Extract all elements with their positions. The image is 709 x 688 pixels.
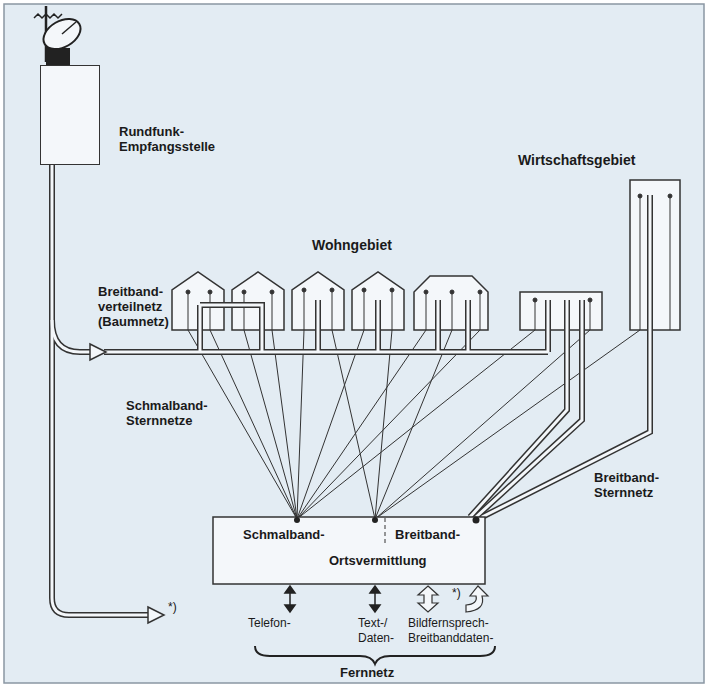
- exchange-box: Schmalband- Breitband- Ortsvermittlung: [213, 517, 485, 584]
- exchange-outline: [213, 517, 485, 584]
- receiving-station-box: Rundfunk- Empfangsstelle: [40, 65, 100, 165]
- trunk-brace: [255, 646, 495, 664]
- broadband-star-core: [470, 195, 650, 517]
- network-label: Schmalband- Sternnetze: [124, 398, 224, 428]
- tree-arrowhead: [90, 344, 106, 360]
- trunk-label: Text-/ Daten-: [358, 616, 404, 646]
- area-label: Wirtschaftsgebiet: [518, 153, 635, 168]
- trunk-label: Telefon-: [248, 616, 291, 631]
- feed-arrowhead: [148, 607, 164, 623]
- broadband-star-outline: [470, 195, 650, 517]
- broadband-tree-outline: [52, 165, 548, 615]
- node-text: Rundfunk- Empfangsstelle: [119, 124, 233, 154]
- broadband-trunk-arrow: [418, 586, 438, 612]
- frame: [4, 4, 704, 683]
- node-text: Ortsvermittlung: [329, 553, 427, 568]
- exchange-divider: [385, 518, 386, 545]
- network-label: Breitband- verteilnetz (Baumnetz): [98, 284, 188, 329]
- area-label: Wohngebiet: [312, 238, 392, 253]
- network-label: Breitband- Sternnetz: [592, 470, 688, 500]
- broadcast-trunk-arrow: [466, 586, 488, 612]
- inhouse-wiring: [186, 194, 672, 330]
- broadband-tree-core: [52, 165, 548, 615]
- trunk-arrows: [285, 586, 380, 612]
- node-text: Schmalband-: [243, 527, 325, 542]
- footnote-mark: *): [452, 586, 461, 601]
- node-text: Breitband-: [395, 527, 460, 542]
- trunk-label: Bildfernsprech- Breitbanddaten-: [408, 616, 508, 646]
- narrowband-star-lines: [188, 330, 640, 519]
- footnote-mark: *): [168, 600, 177, 615]
- exchange-dots: [294, 517, 480, 524]
- trunk-label: Fernnetz: [340, 665, 394, 680]
- satellite-dish: [38, 13, 86, 66]
- antenna-rod: [34, 14, 62, 18]
